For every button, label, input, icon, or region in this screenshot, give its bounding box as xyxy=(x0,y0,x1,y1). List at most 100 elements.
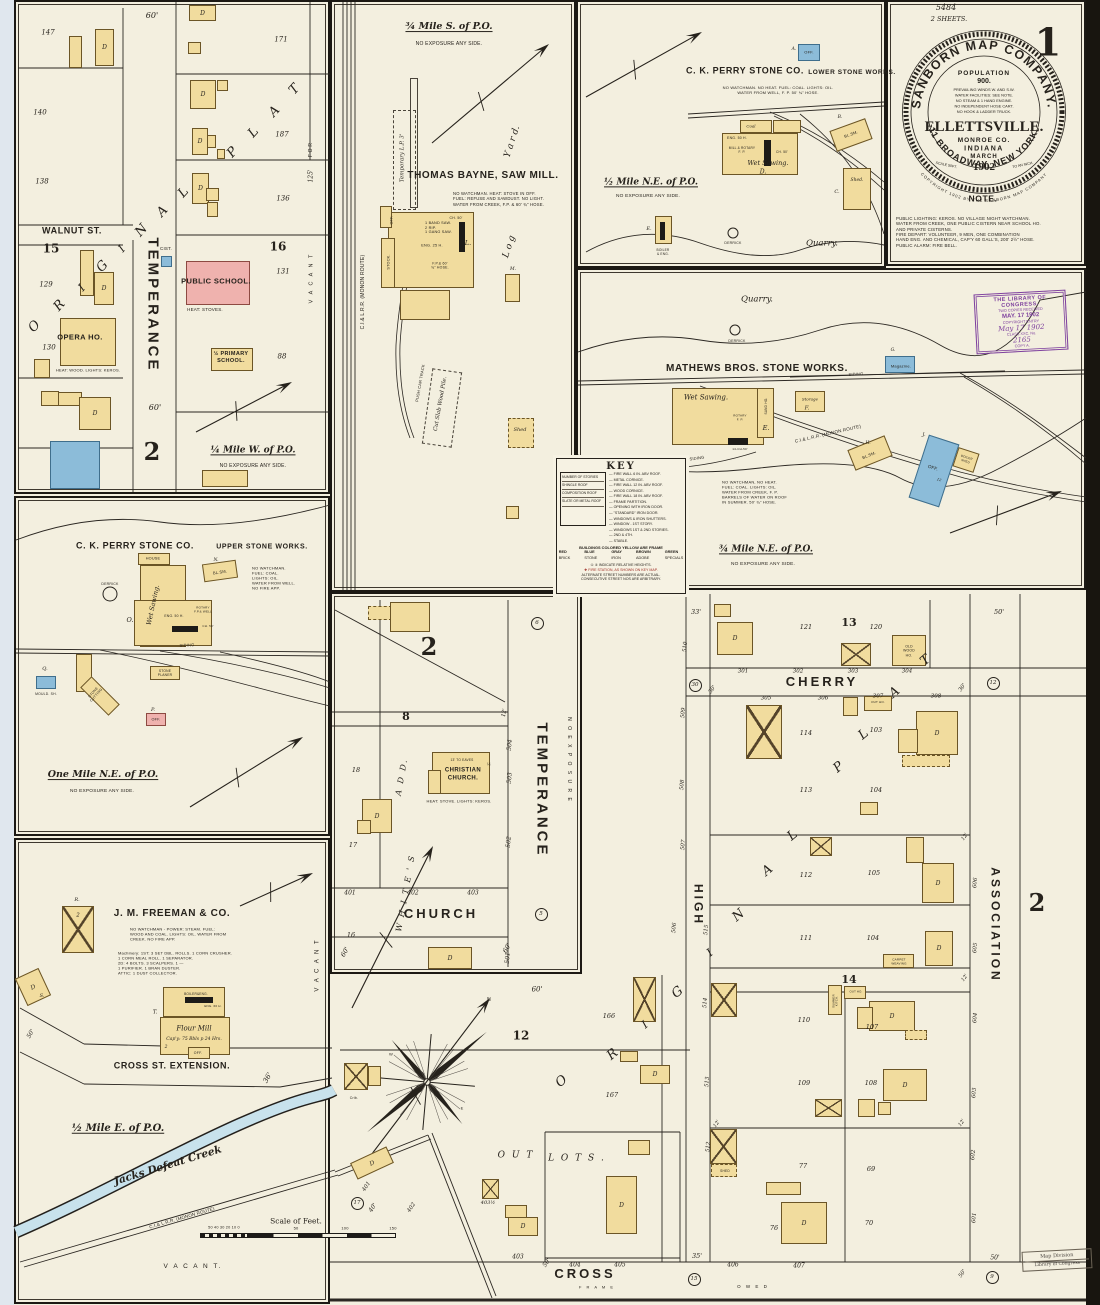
building: D xyxy=(190,80,216,109)
building xyxy=(207,135,216,148)
map-label: C. xyxy=(834,188,840,195)
map-label: 404 xyxy=(569,1261,581,1269)
map-label: L. xyxy=(464,238,472,247)
map-label: ¼ Mile W. of P.O. xyxy=(210,445,296,456)
building xyxy=(844,986,866,999)
map-label: 16 xyxy=(269,239,287,254)
building-label: D xyxy=(197,138,203,145)
building: D xyxy=(428,947,472,969)
map-label: ROTARY F. P. xyxy=(733,413,747,421)
building xyxy=(506,506,519,519)
map-label: 514 xyxy=(702,997,710,1009)
map-label: 502 xyxy=(504,835,513,848)
map-label: OLD WOOD HO. xyxy=(903,644,915,658)
map-label: 131 xyxy=(276,267,290,276)
map-label: ENG. 50 H. xyxy=(164,613,184,618)
map-label: 304 xyxy=(901,668,913,675)
building xyxy=(390,602,430,632)
map-panel-7 xyxy=(330,592,582,974)
map-label: 1 xyxy=(1034,19,1062,65)
map-label: 167 xyxy=(605,1090,619,1099)
map-label: N. xyxy=(213,558,219,564)
map-label: Shed. xyxy=(850,178,864,184)
map-label: PUBLIC SCHOOL. xyxy=(181,276,251,286)
map-panel-3 xyxy=(886,0,1086,266)
map-label: 130 xyxy=(42,343,56,352)
map-label: UPPER STONE WORKS. xyxy=(216,543,308,551)
seal-scale-left: SCALE 50FT. xyxy=(935,161,957,169)
map-label: 70 xyxy=(864,1218,874,1227)
map-label: ASSOCIATION xyxy=(988,867,1003,983)
map-label: ½ Mile N.E. of P.O. xyxy=(604,177,698,188)
building xyxy=(902,755,950,767)
map-label: 8 xyxy=(402,710,410,724)
building xyxy=(860,802,878,815)
seal-month: MARCH xyxy=(970,154,997,160)
key-heights-note: ① ② INDICATE RELATIVE HEIGHTS. xyxy=(590,562,652,567)
building xyxy=(50,441,100,489)
map-label: TEMPERANCE xyxy=(533,722,551,858)
map-label: SIDING xyxy=(848,371,864,377)
map-label: 15 xyxy=(42,241,60,256)
map-label: CHRISTIAN CHURCH. xyxy=(444,767,482,782)
building xyxy=(206,188,219,201)
building: D xyxy=(781,1202,827,1244)
map-label: 303 xyxy=(847,668,859,675)
map-label: ½ xyxy=(487,761,491,767)
key-item: OPENING WITH IRON DOOR. xyxy=(609,505,682,511)
map-label: 606 xyxy=(972,877,980,889)
key-fire-station-note: ✚ FIRE STATION, AS SHOWN ON KEY MAP. xyxy=(584,567,658,572)
seal-city: ELLETTSVILLE. xyxy=(925,119,1044,135)
building xyxy=(134,600,212,646)
building xyxy=(207,202,218,217)
map-label: V A C A N T xyxy=(314,938,321,992)
key-item: WINDOW - 1ST STORY. xyxy=(609,522,682,528)
seal-fact: WATER FACILITIES: SEE NOTE. xyxy=(955,93,1013,98)
map-label: F. xyxy=(804,405,810,412)
map-label: OUT HO. xyxy=(849,989,863,994)
library-of-congress-stamp: THE LIBRARY OF CONGRESS. TWO COPIES RECE… xyxy=(973,289,1069,355)
key-roof-item: SLATE OR METAL ROOF xyxy=(562,498,604,507)
street-corner-number: 9 xyxy=(985,1270,999,1284)
map-label: NO WATCHMAN. FUEL: COAL. LIGHTS: OIL. WA… xyxy=(252,565,296,591)
building xyxy=(810,837,832,856)
map-label: 35' xyxy=(691,1251,703,1260)
map-label: HIGH xyxy=(691,884,706,926)
street-corner-number: 15 xyxy=(687,1272,701,1286)
map-label: 503 xyxy=(505,771,514,784)
building xyxy=(185,997,213,1003)
map-label: SHED xyxy=(720,1169,730,1173)
seal-fact: NO STEAM & 1 HAND ENGINE. xyxy=(956,98,1012,103)
map-label: 504 xyxy=(505,738,514,751)
seal-year: 1902 xyxy=(973,161,996,173)
map-label: 401 xyxy=(344,889,356,897)
map-label: NOTE. xyxy=(968,193,998,204)
building-label: D xyxy=(374,812,380,820)
map-label: 109 xyxy=(797,1078,811,1087)
building xyxy=(633,977,656,1022)
map-label: ¾ Mile N.E. of P.O. xyxy=(719,544,813,555)
building xyxy=(766,1182,801,1195)
map-label: B. xyxy=(837,115,843,121)
seal-population: 900. xyxy=(977,78,991,85)
street-corner-number: 17 xyxy=(350,1196,364,1210)
key-roof-item: SHINGLE ROOF xyxy=(562,482,604,491)
map-label: MATHEWS BROS. STONE WORKS. xyxy=(666,362,848,374)
map-label: HEAT: STOVE. LIGHTS: KEROS. xyxy=(426,798,492,804)
map-label: 50' xyxy=(993,607,1005,616)
map-label: 136 xyxy=(276,194,290,203)
map-label: NO WATCHMAN, NO HEAT. FUEL: COAL. LIGHTS… xyxy=(722,479,788,505)
map-label: C. K. PERRY STONE CO. xyxy=(76,540,194,551)
building xyxy=(740,120,772,133)
map-label: 508 xyxy=(679,779,687,791)
map-label: 150 xyxy=(389,1225,397,1231)
building xyxy=(628,1140,650,1155)
building-label: D xyxy=(732,635,738,642)
map-label: 403½ xyxy=(480,1199,496,1206)
building xyxy=(36,676,56,689)
map-label: HEAT: WOOD. LIGHTS: KEROS. xyxy=(55,367,121,373)
map-label: Shed xyxy=(513,426,527,433)
map-label: CH. 50' xyxy=(776,150,788,154)
